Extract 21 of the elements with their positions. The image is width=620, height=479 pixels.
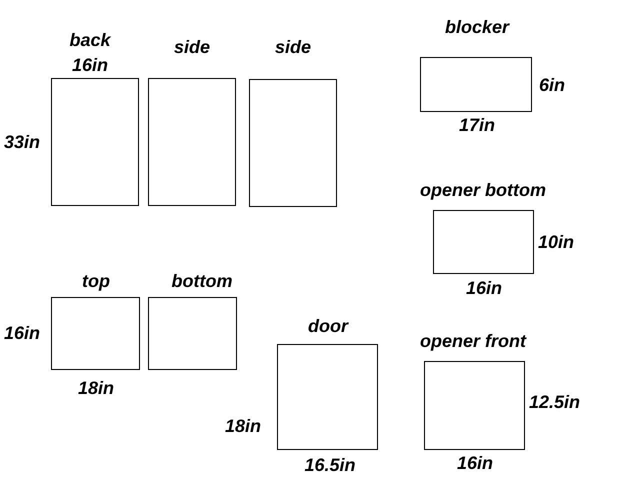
panel-name: top xyxy=(82,271,110,291)
dimension-label: 16.5in xyxy=(304,455,356,475)
dimension-label: 33in xyxy=(4,132,40,152)
dimension-label: 16in xyxy=(4,323,40,343)
panel-name: opener front xyxy=(420,331,526,351)
panel-name: door xyxy=(308,316,348,336)
panel-name: opener bottom xyxy=(420,180,546,200)
dimension-label: 18in xyxy=(225,416,262,436)
dimension-label: 18in xyxy=(78,378,114,398)
dimension-label: 10in xyxy=(538,232,574,252)
dimension-label: 16in xyxy=(466,278,502,298)
panel-name: back xyxy=(70,30,111,50)
panel-name: bottom xyxy=(172,271,232,291)
panel-name: side xyxy=(174,37,210,57)
dimension-label: 12.5in xyxy=(529,392,580,412)
dimension-label: 6in xyxy=(539,75,566,95)
dimension-label: 17in xyxy=(459,115,496,135)
dimension-label: 16in xyxy=(72,55,108,75)
dimension-label: 16in xyxy=(457,453,494,473)
panel-name: blocker xyxy=(445,17,510,37)
panel-name: side xyxy=(275,37,312,57)
